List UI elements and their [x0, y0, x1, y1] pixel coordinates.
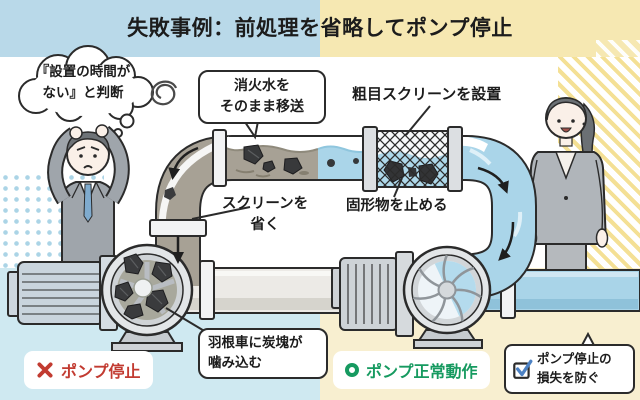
fire-water-label: 消火水を そのまま移送	[198, 70, 326, 124]
discharge-pipe-left	[184, 260, 342, 320]
impeller-jam-line-2: 噛み込む	[208, 355, 262, 372]
solids-stopped-label: 固形物を止める	[346, 198, 448, 214]
omit-screen-label: スクリーンを 省く	[212, 194, 318, 236]
omit-screen-line-2: 省く	[250, 217, 280, 234]
prevent-loss-line-2: 損失を防ぐ	[537, 369, 600, 385]
frustration-scribble-icon	[150, 80, 178, 106]
motor-left	[7, 255, 118, 331]
flow-arrows	[168, 146, 515, 264]
checkbox-checked-icon	[513, 359, 533, 379]
man-figure	[47, 124, 130, 267]
background-top-left	[0, 0, 320, 57]
suction-pipe-left	[149, 129, 319, 286]
impeller-jam-label: 羽根車に炭塊が 噛み込む	[198, 328, 328, 379]
fire-water-line-1: 消火水を	[234, 78, 290, 94]
pump-right-normal	[402, 245, 492, 349]
omit-screen-line-1: スクリーンを	[221, 196, 309, 212]
coarse-screen-mesh	[362, 126, 463, 192]
thought-line-2: ない』と判断	[42, 84, 124, 101]
page-title: 失敗事例：前処理を省略してポンプ停止	[127, 16, 513, 40]
coarse-screen-label: 粗目スクリーンを設置	[352, 85, 502, 103]
circle-mark-icon	[345, 363, 359, 377]
pump-stopped-badge: ポンプ停止	[24, 351, 153, 389]
prevent-loss-line-1: ポンプ停止の	[537, 351, 612, 366]
x-mark-icon	[37, 362, 53, 378]
motor-right	[331, 251, 414, 337]
prevent-loss-text: ポンプ停止の 損失を防ぐ	[537, 350, 612, 388]
pump-normal-badge: ポンプ正常動作	[333, 351, 490, 389]
thought-cloud	[18, 45, 154, 138]
pump-stopped-text: ポンプ停止	[61, 362, 141, 381]
corner-stripes-pattern	[596, 40, 640, 57]
fire-water-line-2: そのまま移送	[220, 99, 304, 115]
thought-line-1: 『設置の時間が	[35, 64, 131, 80]
woman-figure	[524, 97, 609, 277]
thought-bubble-text: 『設置の時間が ない』と判断	[22, 62, 144, 104]
impeller-jam-line-1: 羽根車に炭塊が	[208, 335, 303, 351]
pump-left-clogged	[100, 243, 194, 352]
pump-normal-text: ポンプ正常動作	[366, 362, 478, 381]
background-top-right	[320, 0, 640, 57]
prevent-loss-box: ポンプ停止の 損失を防ぐ	[504, 344, 635, 394]
